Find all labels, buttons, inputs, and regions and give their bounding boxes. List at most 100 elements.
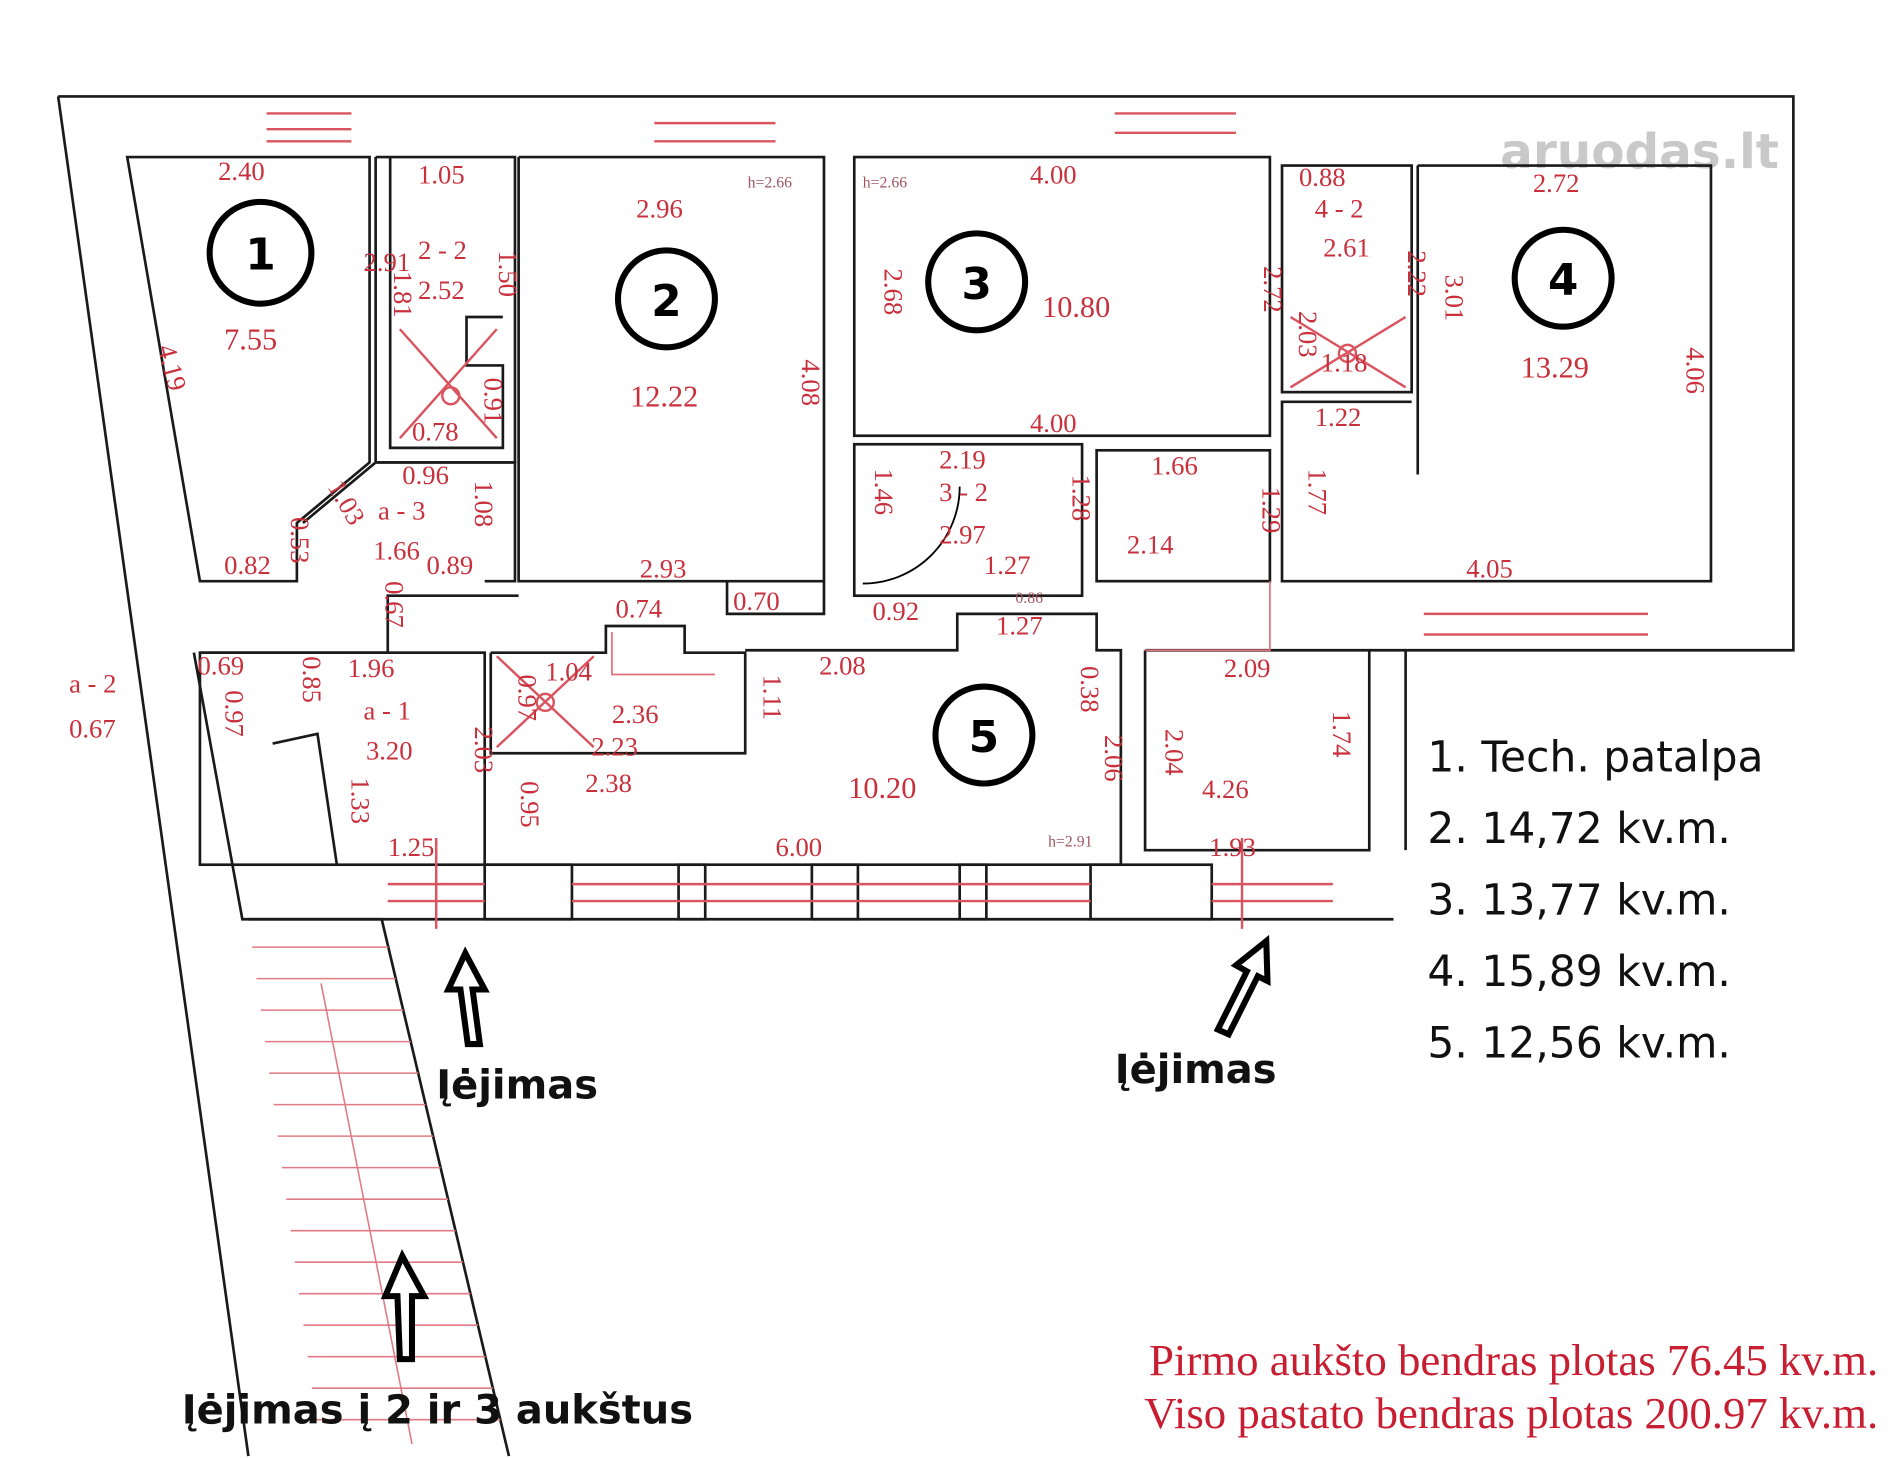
dimension-label: 2.03 <box>469 727 499 774</box>
staircase <box>248 917 511 1457</box>
dimension-label: 2.06 <box>1099 735 1129 782</box>
dimension-label: 1.25 <box>388 832 435 862</box>
room-number: 1 <box>245 231 275 281</box>
room-markers: 1 2 3 4 5 <box>206 198 1615 787</box>
dimension-label: 1.29 <box>1257 487 1287 534</box>
dimension-label: 0.96 <box>402 460 449 490</box>
dimension-label: 0.89 <box>427 550 474 580</box>
dimension-label: 1.96 <box>348 653 395 683</box>
dimension-label: 0.82 <box>224 550 271 580</box>
dimension-label: 0.91 <box>479 378 509 425</box>
room-5-marker: 5 <box>932 683 1036 787</box>
dimension-label: 1.33 <box>345 777 375 824</box>
building-total: Viso pastato bendras plotas 200.97 kv.m. <box>1144 1388 1878 1438</box>
room-1-marker: 1 <box>206 198 315 307</box>
dimension-label: 0.69 <box>198 650 245 680</box>
dimension-label: 2.52 <box>418 275 465 305</box>
dimension-label: 4.00 <box>1030 160 1077 190</box>
dimension-label: 0.67 <box>69 713 116 743</box>
dimension-label: 2.97 <box>939 520 986 550</box>
shower-markers <box>398 315 1407 749</box>
room-legend: 1. Tech. patalpa 2. 14,72 kv.m. 3. 13,77… <box>1427 733 1763 1068</box>
dimension-label: a - 3 <box>378 495 425 525</box>
dimension-label: 0.38 <box>1075 666 1105 713</box>
dimension-label: 2.68 <box>879 269 909 316</box>
dimension-label: 1.11 <box>757 674 787 720</box>
watermark-text: aruodas.lt <box>1500 124 1779 180</box>
legend-item: 4. 15,89 kv.m. <box>1427 948 1730 997</box>
dimension-label: 1.66 <box>1151 451 1198 481</box>
entrance-labels: Įėjimas Įėjimas Įėjimas į 2 ir 3 aukštus <box>182 1047 1277 1433</box>
dimension-label: 1.22 <box>1315 402 1362 432</box>
dimension-label: h=2.66 <box>748 174 792 191</box>
entrance-arrows <box>380 934 1271 1363</box>
dimension-label: 1.77 <box>1303 468 1333 515</box>
dimension-label: 1.08 <box>469 481 499 528</box>
dimension-label: 1.03 <box>322 475 371 530</box>
dimension-label: 3.20 <box>366 735 413 765</box>
room-4-marker: 4 <box>1511 226 1615 330</box>
arrow-up-icon <box>380 1249 430 1363</box>
dimension-label: 4.05 <box>1466 554 1513 584</box>
dimension-label: 0.97 <box>513 674 543 721</box>
dimension-label: 2.04 <box>1160 729 1190 776</box>
dimension-label: 2.36 <box>612 699 659 729</box>
dimension-label: 1.50 <box>493 250 523 297</box>
dimension-label: 0.70 <box>733 586 780 616</box>
stair-direction-line <box>320 983 413 1445</box>
dimension-label: 2.09 <box>1224 653 1271 683</box>
watermark: aruodas.lt <box>1500 124 1779 180</box>
dimension-label: 2.61 <box>1323 232 1370 262</box>
dimension-label: 2 - 2 <box>418 235 467 265</box>
dimension-label: 4 - 2 <box>1315 194 1364 224</box>
dimension-label: 2.14 <box>1127 529 1174 559</box>
room-2-marker: 2 <box>614 247 718 351</box>
dimension-label: 2.40 <box>218 156 265 186</box>
arrow-up-icon <box>443 946 490 1048</box>
dimension-label: 0.88 <box>1299 162 1346 192</box>
room-area: 12.22 <box>630 380 698 414</box>
dimension-label: 2.03 <box>1293 311 1323 358</box>
room-3-marker: 3 <box>925 230 1029 334</box>
dimension-label: a - 1 <box>364 695 411 725</box>
dimension-label: 1.74 <box>1327 711 1357 758</box>
dimension-label: 0.74 <box>616 594 663 624</box>
room-area: 10.80 <box>1042 290 1110 324</box>
room-number: 3 <box>961 260 991 310</box>
windows <box>266 112 1648 929</box>
dimension-label: 1.04 <box>545 657 592 687</box>
legend-item: 2. 14,72 kv.m. <box>1427 805 1730 854</box>
dimension-label: h=2.91 <box>1048 834 1092 851</box>
dimension-label: 1.46 <box>869 468 899 515</box>
dimension-label: 0.92 <box>872 596 919 626</box>
room-areas: 7.55 12.22 10.80 13.29 10.20 <box>224 290 1589 805</box>
room-number: 5 <box>969 713 999 763</box>
dimension-label: 2.08 <box>819 650 866 680</box>
dimension-label: 1.27 <box>996 610 1043 640</box>
dimension-label: 4.00 <box>1030 408 1077 438</box>
dimension-label: 2.72 <box>1258 266 1288 313</box>
walls <box>56 95 1795 1457</box>
dimension-label: 2.93 <box>640 554 687 584</box>
dimension-label: 1.27 <box>984 550 1031 580</box>
dimension-label: 1.66 <box>373 535 420 565</box>
dimension-label: 0.97 <box>219 690 249 737</box>
dimension-label: 2.23 <box>591 732 638 762</box>
dimension-label: 4.06 <box>1681 347 1711 394</box>
dimension-label: 2.72 <box>1533 168 1580 198</box>
legend-item: 5. 12,56 kv.m. <box>1427 1019 1730 1068</box>
dimension-label: 0.95 <box>515 781 545 828</box>
dimension-label: 2.19 <box>939 444 986 474</box>
dimension-label: 1.28 <box>1066 475 1096 522</box>
arrow-up-icon <box>1213 934 1271 1039</box>
dimension-label: 0.85 <box>297 656 327 703</box>
room-area: 13.29 <box>1521 351 1589 385</box>
dimension-label: 2.38 <box>585 768 632 798</box>
entrance-label-stairs: Įėjimas į 2 ir 3 aukštus <box>182 1387 693 1433</box>
legend-item: 3. 13,77 kv.m. <box>1427 876 1730 925</box>
dimension-label: 4.26 <box>1202 774 1249 804</box>
room-area: 7.55 <box>224 323 277 357</box>
dimension-label: 4.19 <box>152 341 193 394</box>
